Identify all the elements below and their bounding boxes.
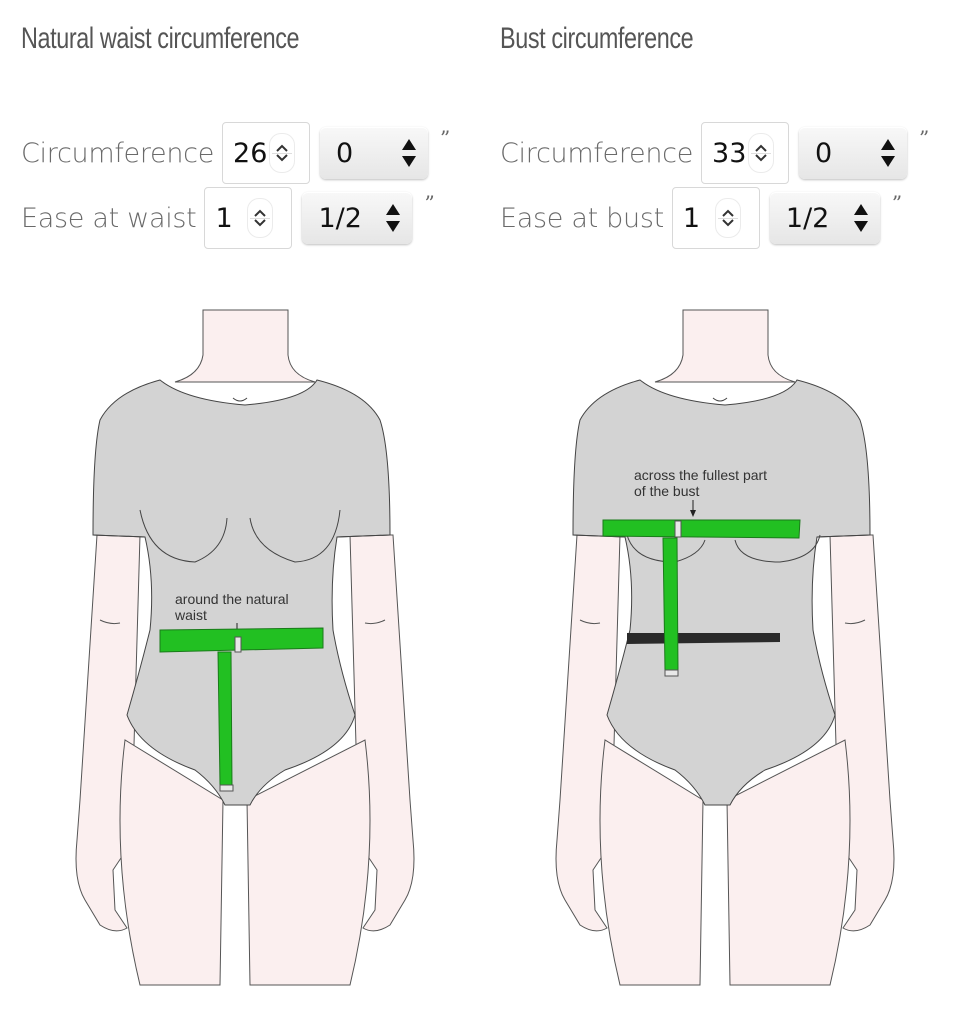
waist-circumference-fraction-value: 0	[336, 137, 354, 169]
bust-ease-label: Ease at bust	[500, 202, 664, 234]
inch-unit: ”	[440, 126, 451, 150]
chevron-up-icon[interactable]	[275, 143, 289, 153]
inch-unit: ”	[424, 191, 435, 215]
bust-ease-value: 1	[682, 202, 701, 234]
bust-circumference-input[interactable]: 33	[701, 122, 790, 184]
bust-ease-fraction-value: 1/2	[785, 202, 830, 234]
waist-ease-label: Ease at waist	[21, 202, 197, 234]
measuring-tape-icon	[602, 519, 801, 539]
chevron-down-icon[interactable]	[721, 218, 735, 228]
waist-ease-fraction-value: 1/2	[318, 202, 362, 234]
waist-circumference-row: Circumference 26 0 ”	[21, 120, 450, 186]
waist-measurement-illustration: around the natural waist	[55, 300, 435, 1000]
bust-caption-line1: across the fullest part	[634, 467, 767, 483]
bust-ease-spinner[interactable]	[714, 198, 741, 238]
waist-ease-input[interactable]: 1	[204, 187, 293, 249]
select-arrows-icon	[386, 204, 401, 232]
waist-circumference-spinner[interactable]	[269, 133, 296, 173]
chevron-down-icon[interactable]	[253, 218, 267, 228]
waist-ease-fraction-select[interactable]: 1/2	[302, 192, 413, 244]
chevron-down-icon[interactable]	[754, 153, 768, 163]
waist-circumference-input[interactable]: 26	[222, 122, 311, 184]
waist-section: Natural waist circumference Circumferenc…	[0, 0, 470, 1024]
inch-unit: ”	[891, 191, 903, 215]
chevron-up-icon[interactable]	[253, 208, 267, 218]
bust-circumference-fraction-select[interactable]: 0	[799, 127, 908, 179]
select-arrows-icon	[853, 204, 868, 232]
waist-ease-value: 1	[215, 202, 233, 234]
waist-ease-spinner[interactable]	[247, 198, 274, 238]
bust-ease-input[interactable]: 1	[671, 187, 760, 249]
bust-section-title: Bust circumference	[500, 22, 694, 55]
waist-circumference-value: 26	[233, 137, 268, 169]
bust-ease-fraction-select[interactable]: 1/2	[769, 192, 880, 244]
select-arrows-icon	[881, 139, 896, 167]
body-figure-waist: around the natural waist	[75, 309, 415, 986]
chevron-up-icon[interactable]	[721, 208, 735, 218]
bust-circumference-label: Circumference	[500, 137, 694, 169]
bust-circumference-value: 33	[712, 137, 747, 169]
chevron-up-icon[interactable]	[754, 143, 768, 153]
bust-circumference-fraction-value: 0	[815, 137, 833, 169]
bust-circumference-spinner[interactable]	[748, 133, 775, 173]
bust-measurement-illustration: across the fullest part of the bust	[535, 300, 915, 1000]
chevron-down-icon[interactable]	[275, 153, 289, 163]
waist-circumference-fraction-select[interactable]: 0	[320, 127, 429, 179]
waist-ease-row: Ease at waist 1 1/2 ”	[21, 185, 435, 251]
bust-section: Bust circumference Circumference 33 0 ” …	[480, 0, 950, 1024]
select-arrows-icon	[402, 139, 417, 167]
waist-section-title: Natural waist circumference	[21, 22, 300, 55]
bust-ease-row: Ease at bust 1 1/2 ”	[500, 185, 902, 251]
waist-circumference-label: Circumference	[21, 137, 215, 169]
waist-caption-line1: around the natural	[175, 591, 289, 607]
body-figure-bust: across the fullest part of the bust	[555, 309, 895, 986]
waist-caption-line2: waist	[174, 607, 207, 623]
inch-unit: ”	[919, 126, 930, 150]
bust-circumference-row: Circumference 33 0 ”	[500, 120, 929, 186]
bust-caption-line2: of the bust	[634, 483, 699, 499]
